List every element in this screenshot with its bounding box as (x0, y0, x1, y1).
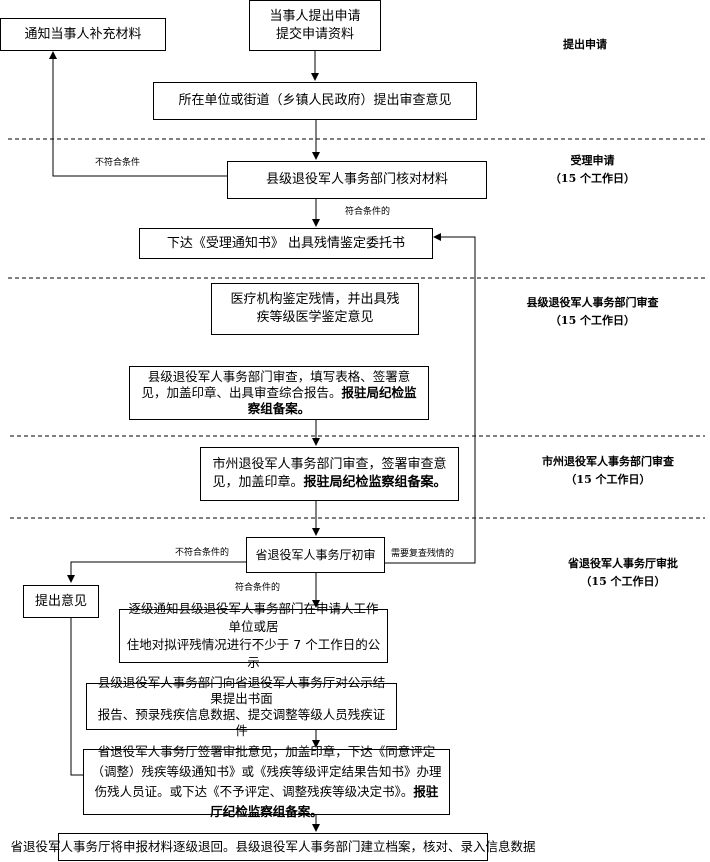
give-opinion-box: 提出意见 (23, 585, 99, 618)
box-text: 通知当事人补充材料 (24, 26, 142, 42)
stage-days: （15 个工作日） (549, 172, 636, 185)
stage-days: （15 个工作日） (565, 473, 651, 486)
box-text-bold: 报驻厅纪检监察组备案。 (210, 784, 439, 819)
stage-accept: 受理申请 （15 个工作日） (530, 152, 655, 188)
box-text: 所在单位或街道（乡镇人民政府）提出审查意见 (178, 93, 452, 108)
stage-submit: 提出申请 (555, 36, 615, 54)
box-text: 逐级通知县级退役军人事务部门在申请人工作单位或居 (128, 601, 379, 634)
box-text: 省退役军人事务厅签署审批意见，加盖印章，下达《同意评定（调整）残疾等级通知书》或… (91, 744, 442, 799)
box-text: 省退役军人事务厅初审 (255, 548, 376, 562)
stage-title: 省退役军人事务厅审批 (568, 557, 678, 570)
return-box: 省退役军人事务厅将申报材料逐级退回。县级退役军人事务部门建立档案，核对、录入信息… (11, 833, 536, 861)
stage-title: 市州退役军人事务部门审查 (542, 455, 674, 468)
qualified-label: 符合条件的 (235, 583, 281, 593)
box-text-bold: 报驻局纪检监察组备案。 (303, 475, 447, 490)
box-text: 提交申请资料 (275, 26, 354, 42)
recheck-label: 需要复查残情的 (391, 549, 455, 559)
issue-notice-box: 下达《受理通知书》 出具残情鉴定委托书 (139, 228, 433, 259)
box-text: 住地对拟评残情况进行不少于 7 个工作日的公示 (126, 637, 381, 670)
not-qualified-label: 不符合条件的 (175, 548, 230, 558)
county-check-box: 县级退役军人事务部门核对材料 (227, 161, 487, 199)
publicity-box: 逐级通知县级退役军人事务部门在申请人工作单位或居住地对拟评残情况进行不少于 7 … (119, 601, 388, 670)
province-initial-box: 省退役军人事务厅初审 (246, 537, 385, 573)
stage-title: 提出申请 (563, 38, 607, 51)
county-review-box: 县级退役军人事务部门审查，填写表格、签署意见，加盖印章、出具审查综合报告。报驻局… (129, 366, 429, 420)
qualified-label: 符合条件的 (345, 207, 391, 217)
box-text: 医疗机构鉴定残情，并出具残 (230, 292, 400, 307)
apply-box: 当事人提出申请提交申请资料 (249, 0, 381, 51)
unit-opinion-box: 所在单位或街道（乡镇人民政府）提出审查意见 (153, 82, 477, 120)
stage-days: （15 个工作日） (580, 575, 666, 588)
box-text: 下达《受理通知书》 出具残情鉴定委托书 (166, 235, 406, 251)
box-text: 省退役军人事务厅将申报材料逐级退回。县级退役军人事务部门建立档案，核对、录入信息… (10, 839, 536, 854)
arrow-not-qualified (49, 51, 227, 177)
arrow-recheck (385, 233, 476, 564)
stage-county: 县级退役军人事务部门审查 （15 个工作日） (500, 294, 685, 330)
stage-dividers (8, 138, 705, 519)
stage-days: （15 个工作日） (549, 314, 636, 327)
box-text: 提出意见 (34, 593, 87, 609)
stage-title: 受理申请 (570, 154, 615, 167)
notify-supplement-box: 通知当事人补充材料 (0, 18, 166, 51)
box-text: 县级退役军人事务部门审查，填写表格、签署意见，加盖印章、出具审查综合报告。 (141, 369, 411, 400)
city-review-box: 市州退役军人事务部门审查，签署审查意见，加盖印章。报驻局纪检监察组备案。 (200, 447, 459, 501)
approval-box: 省退役军人事务厅签署审批意见，加盖印章，下达《同意评定（调整）残疾等级通知书》或… (83, 744, 450, 819)
arrow-not-qualified2 (67, 561, 246, 583)
report-box: 县级退役军人事务部门向省退役军人事务厅对公示结果提出书面报告、预录残疾信息数据、… (86, 675, 397, 738)
stage-province: 省退役军人事务厅审批 （15 个工作日） (548, 555, 698, 591)
box-text: 疾等级医学鉴定意见 (256, 310, 374, 325)
stage-city: 市州退役军人事务部门审查 （15 个工作日） (518, 453, 698, 489)
stage-title: 县级退役军人事务部门审查 (526, 296, 659, 309)
box-text: 县级退役军人事务部门向省退役军人事务厅对公示结果提出书面 (97, 674, 386, 706)
box-text: 市州退役军人事务部门审查，签署审查意见，加盖印章。 (212, 457, 447, 490)
box-text-bold: 报驻局纪检监察组备案。 (247, 385, 417, 416)
medical-box: 医疗机构鉴定残情，并出具残疾等级医学鉴定意见 (211, 283, 419, 335)
box-text: 县级退役军人事务部门核对材料 (265, 172, 448, 187)
box-text: 当事人提出申请 (269, 8, 361, 24)
box-text: 报告、预录残疾信息数据、提交调整等级人员残疾证件 (97, 706, 386, 738)
not-qualified-label: 不符合条件 (95, 158, 141, 168)
